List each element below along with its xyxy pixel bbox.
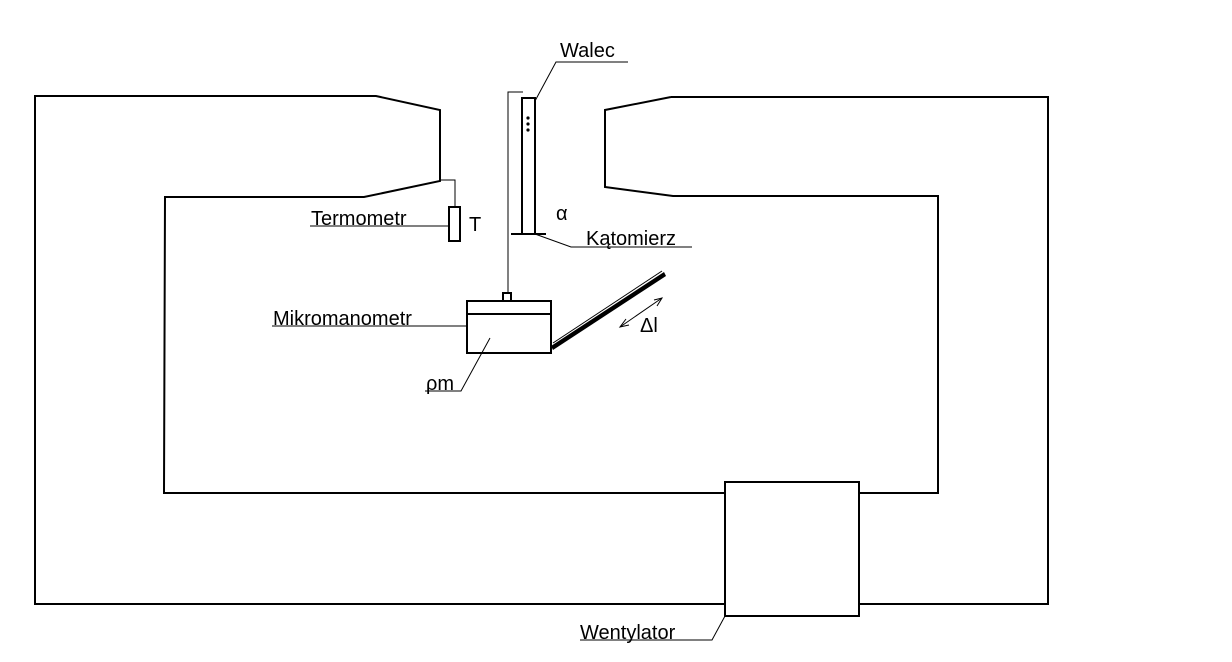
label-mikromanometr: Mikromanometr bbox=[273, 308, 412, 330]
label-walec: Walec bbox=[560, 40, 615, 62]
thermometer-lead bbox=[440, 179, 456, 207]
label-angle-symbol: α bbox=[556, 203, 568, 225]
micromanometer-port bbox=[502, 292, 512, 302]
cylinder bbox=[511, 97, 546, 235]
label-termometr: Termometr bbox=[311, 208, 407, 230]
fan-box bbox=[724, 481, 860, 617]
leader-katomierz bbox=[534, 233, 692, 248]
inclined-tube-upper-edge bbox=[552, 270, 663, 344]
cylinder-tap-2 bbox=[526, 122, 530, 126]
micromanometer bbox=[466, 270, 666, 354]
leader-wentylator bbox=[580, 615, 726, 641]
tunnel-left-section bbox=[34, 95, 725, 605]
cylinder-tap-3 bbox=[526, 128, 530, 132]
micromanometer-body bbox=[466, 300, 552, 354]
leader-rho-m bbox=[425, 337, 491, 392]
tunnel-right-section bbox=[604, 96, 1049, 605]
leader-walec bbox=[534, 61, 628, 102]
delta-l-arrowhead-start bbox=[618, 318, 630, 328]
thermometer-body bbox=[448, 206, 461, 242]
inclined-tube bbox=[551, 272, 666, 350]
label-delta-l: Δl bbox=[640, 315, 658, 337]
label-katomierz: Kątomierz bbox=[586, 228, 676, 250]
cylinder-tap-1 bbox=[526, 116, 530, 120]
label-rho-m: ρm bbox=[426, 373, 454, 395]
pressure-tube bbox=[507, 91, 523, 293]
label-wentylator: Wentylator bbox=[580, 622, 676, 644]
delta-l-dimension-line bbox=[619, 297, 663, 328]
label-temperature-symbol: T bbox=[469, 214, 481, 236]
wind-tunnel bbox=[34, 95, 1049, 605]
delta-l-arrowhead-end bbox=[653, 297, 664, 307]
thermometer bbox=[440, 179, 461, 242]
